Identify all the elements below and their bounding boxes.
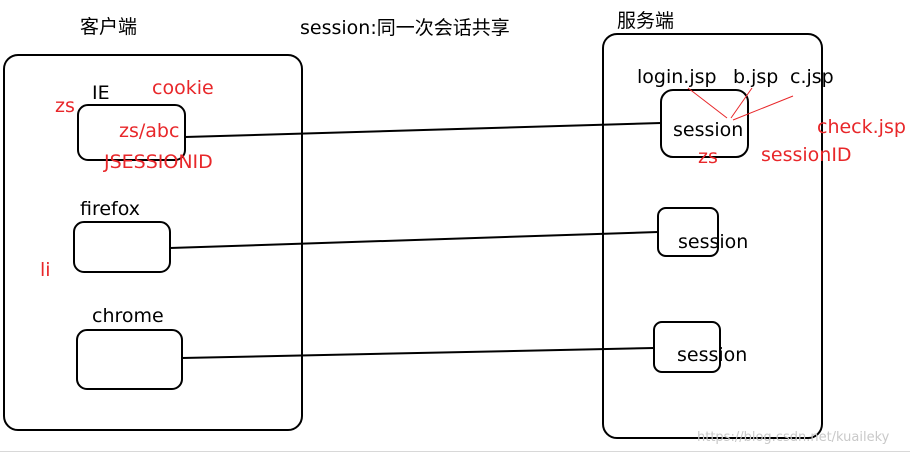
ie-box	[77, 104, 186, 161]
session-box-3	[653, 321, 721, 373]
firefox-box	[73, 221, 171, 273]
c-jsp-link-line	[732, 95, 794, 121]
login-jsp-link-line	[687, 87, 728, 119]
b-jsp-label: b.jsp	[733, 66, 779, 88]
login-jsp-label: login.jsp	[637, 66, 717, 88]
diagram-title: session:同一次会话共享	[300, 17, 510, 39]
client-label: 客户端	[80, 16, 138, 38]
server-label: 服务端	[617, 10, 675, 32]
firefox-label: firefox	[80, 198, 141, 220]
ie-connection-line	[184, 122, 662, 138]
cookie-annotation: cookie	[152, 77, 214, 99]
session-label-1: session	[673, 119, 744, 141]
jsessionid-annotation: JSESSIONID	[104, 151, 213, 173]
client-box	[3, 54, 303, 431]
server-box	[602, 33, 823, 439]
bottom-divider	[0, 451, 910, 452]
c-jsp-label: c.jsp	[790, 66, 834, 88]
zs-abc-annotation: zs/abc	[119, 120, 180, 142]
ie-label: IE	[92, 82, 110, 104]
b-jsp-link-line	[730, 87, 753, 119]
sessionid-annotation: sessionID	[761, 144, 852, 166]
zs-annotation-left: zs	[55, 95, 75, 117]
chrome-label: chrome	[92, 305, 164, 327]
session-label-3: session	[677, 344, 748, 366]
watermark-text: https://blog.csdn.net/kuaileky	[697, 430, 890, 445]
zs-annotation-server: zs	[698, 146, 718, 168]
check-jsp-annotation: check.jsp	[817, 116, 906, 138]
chrome-connection-line	[181, 347, 655, 359]
chrome-box	[76, 329, 183, 390]
firefox-connection-line	[169, 231, 659, 249]
session-label-2: session	[678, 231, 749, 253]
li-annotation: li	[40, 259, 51, 281]
